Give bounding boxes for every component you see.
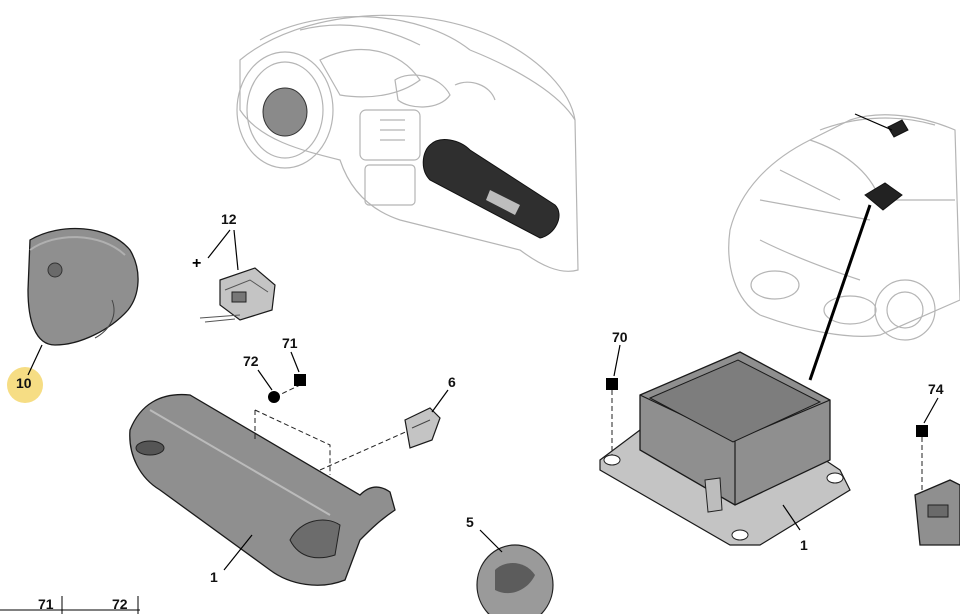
callout-71: 71 [282, 335, 298, 351]
airbag-ecu-part [599, 351, 851, 546]
nut-71-symbol [294, 374, 306, 386]
callout-1-column: 1 [210, 569, 218, 585]
connector-part [914, 479, 960, 546]
badge-part [476, 544, 554, 614]
callout-1-ecu: 1 [800, 537, 808, 553]
clockspring-part [199, 267, 276, 323]
callout-74: 74 [928, 381, 944, 397]
bracket-part [404, 407, 441, 449]
callout-10: 10 [16, 375, 32, 391]
car-wireframe [728, 113, 960, 381]
callout-12: 12 [221, 211, 237, 227]
screw-symbol: + [192, 255, 201, 272]
bottom-cell-71: 71 [38, 596, 54, 612]
screw-70-symbol [606, 378, 618, 390]
dashboard-wireframe [236, 14, 579, 272]
bottom-cell-72: 72 [112, 596, 128, 612]
steering-pad-airbag [27, 227, 139, 346]
screw-74-symbol [916, 425, 928, 437]
bottom-parts-strip: 71 72 [0, 596, 140, 614]
callout-72: 72 [243, 353, 259, 369]
highlight-dot [7, 367, 43, 403]
column-cover-part [129, 393, 396, 586]
bolt-72-symbol [268, 391, 280, 403]
callout-70: 70 [612, 329, 628, 345]
callout-5: 5 [466, 514, 474, 530]
callout-6: 6 [448, 374, 456, 390]
